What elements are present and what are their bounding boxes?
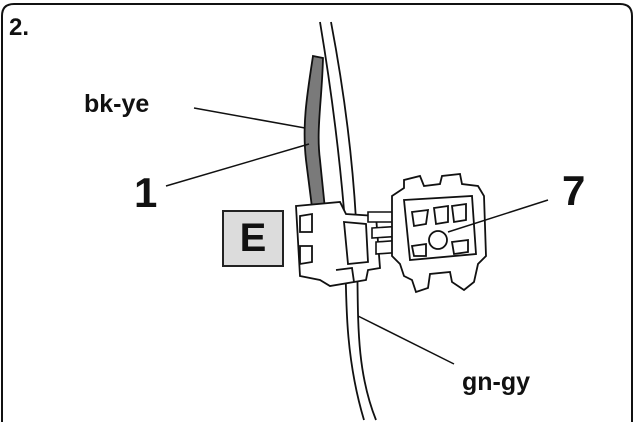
connector-housing-left xyxy=(295,201,381,287)
leader-bkye xyxy=(193,107,306,129)
callout-7: 7 xyxy=(562,167,586,214)
leader-7 xyxy=(447,199,549,233)
wire-label-bk-ye: bk-ye xyxy=(84,90,150,118)
frame-border xyxy=(1,3,633,422)
callout-1: 1 xyxy=(134,169,158,216)
wire-label-gn-gy: gn-gy xyxy=(462,368,531,396)
leader-gngy xyxy=(357,315,455,365)
connector-7 xyxy=(391,173,487,294)
leader-1 xyxy=(165,143,310,187)
connector-e-label: E xyxy=(222,210,284,267)
step-number: 2. xyxy=(9,14,30,41)
